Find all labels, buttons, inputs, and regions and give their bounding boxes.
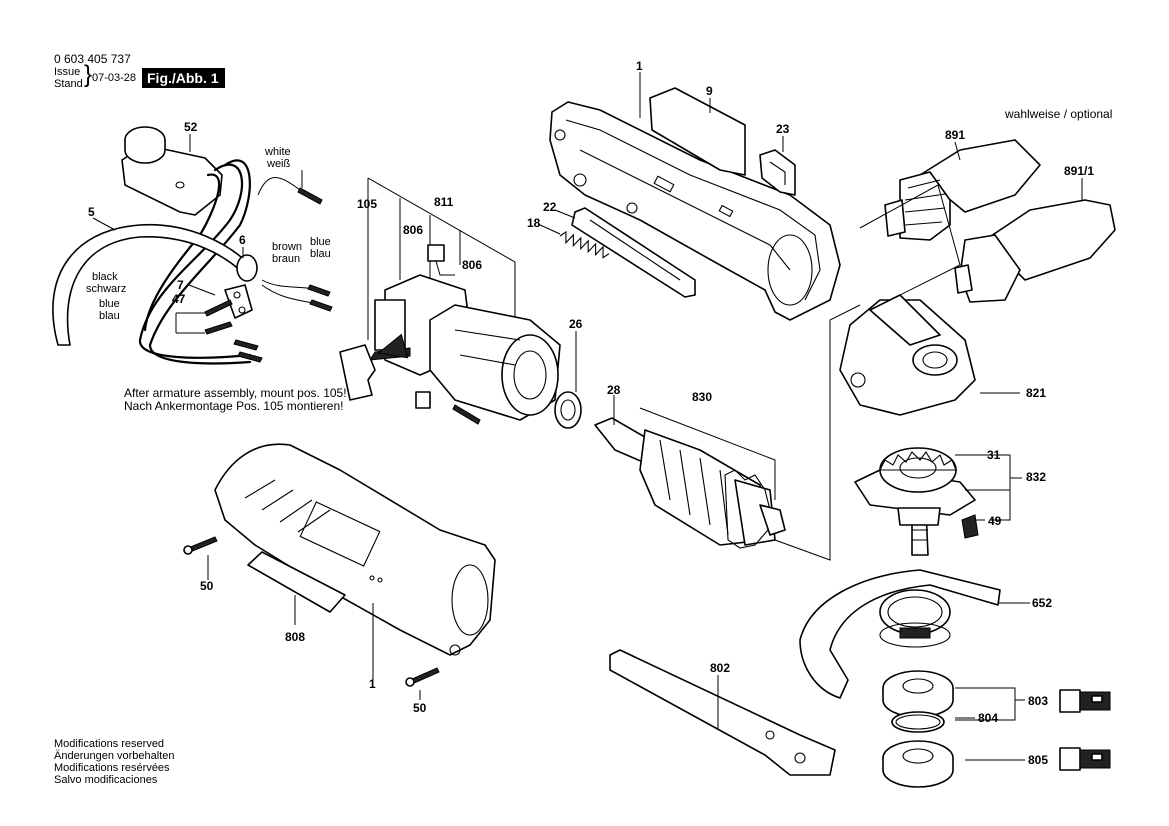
label-plate-808 [247, 551, 346, 613]
wire-label-schwarz: schwarz [86, 283, 127, 295]
bearing-26 [554, 391, 582, 429]
part-label-31: 31 [987, 448, 1001, 462]
flange-icon-803 [1059, 689, 1111, 713]
part-label-821: 821 [1026, 386, 1047, 400]
flange-803 [882, 670, 954, 718]
footer-line-1: Modifications reserved [54, 738, 165, 750]
flange-icon-805 [1059, 747, 1111, 771]
part-label-808: 808 [285, 630, 306, 644]
gear-housing-821 [839, 294, 976, 416]
part-label-23: 23 [776, 122, 790, 136]
assembly-note-de: Nach Ankermontage Pos. 105 montieren! [124, 399, 344, 413]
part-label-105: 105 [357, 197, 378, 211]
issue-label: Issue [54, 66, 81, 78]
part-label-802: 802 [710, 661, 731, 675]
part-label-830: 830 [692, 390, 713, 404]
part-label-18: 18 [527, 216, 541, 230]
carbon-brush-806 [427, 244, 455, 276]
optional-note: wahlweise / optional [1005, 107, 1113, 121]
part-label-805: 805 [1028, 753, 1049, 767]
cord-clamp-7 [224, 284, 253, 319]
wheel-guard-652 [799, 569, 1001, 699]
part-label-832: 832 [1026, 470, 1047, 484]
issue-date: 07-03-28 [92, 72, 137, 84]
part-label-28: 28 [607, 383, 621, 397]
footer-line-4: Salvo modificaciones [54, 774, 158, 786]
part-label-652: 652 [1032, 596, 1053, 610]
wire-label-blau-top: blau [310, 248, 331, 260]
wire-label-blue-left: blue [99, 298, 120, 310]
part-label-806a: 806 [403, 223, 424, 237]
handle-891-1 [954, 199, 1116, 303]
part-label-811: 811 [434, 195, 454, 209]
stator-811 [374, 274, 561, 421]
housing-half-top [549, 101, 841, 321]
o-ring-804 [891, 711, 945, 733]
part-label-804: 804 [978, 711, 999, 725]
clip-23 [759, 149, 796, 196]
wire-label-blue-top: blue [310, 236, 331, 248]
handle-891 [884, 139, 1041, 241]
part-label-47: 47 [172, 292, 186, 306]
part-label-50a: 50 [200, 579, 214, 593]
part-label-1-bottom: 1 [369, 677, 376, 691]
part-label-6: 6 [239, 233, 246, 247]
part-label-891-1: 891/1 [1064, 164, 1095, 178]
spanner-802 [609, 649, 836, 776]
wire-label-brown: brown [272, 241, 302, 253]
wire-label-braun: braun [272, 253, 301, 265]
wire-label-weiss: weiß [267, 158, 291, 170]
switch-52 [121, 126, 223, 216]
part-label-52: 52 [184, 120, 198, 134]
part-label-26: 26 [569, 317, 583, 331]
spring-18 [559, 230, 610, 259]
screw-49 [961, 514, 979, 539]
wire-bundle [138, 163, 252, 359]
label-plate-9 [649, 87, 746, 176]
footer-line-2: Änderungen vorbehalten [54, 750, 175, 762]
part-label-1-top: 1 [636, 59, 643, 73]
part-label-806b: 806 [462, 258, 483, 272]
brush-holder-105 [339, 344, 376, 401]
figure-label: Fig./Abb. 1 [142, 68, 225, 88]
part-label-9: 9 [706, 84, 713, 98]
wire-label-black: black [92, 271, 118, 283]
armature-830 [594, 417, 786, 549]
part-label-5: 5 [88, 205, 95, 219]
assembly-note-en: After armature assembly, mount pos. 105! [124, 386, 347, 400]
wire-label-white: white [265, 146, 291, 158]
housing-half-bottom [214, 443, 496, 656]
screws-47 [204, 299, 233, 335]
wire-label-blau-left: blau [99, 310, 120, 322]
issue-brace: } [84, 61, 93, 88]
part-label-49: 49 [988, 514, 1002, 528]
part-label-22: 22 [543, 200, 557, 214]
stand-label: Stand [54, 78, 83, 90]
flange-nut-805 [882, 740, 954, 788]
part-label-50b: 50 [413, 701, 427, 715]
slide-switch-22 [571, 207, 696, 298]
part-label-7: 7 [177, 278, 184, 292]
part-label-803: 803 [1028, 694, 1049, 708]
flange-assembly-832 [854, 447, 976, 556]
footer-line-3: Modifications resérvées [54, 762, 170, 774]
part-label-891: 891 [945, 128, 966, 142]
part-number: 0 603 405 737 [54, 52, 131, 66]
